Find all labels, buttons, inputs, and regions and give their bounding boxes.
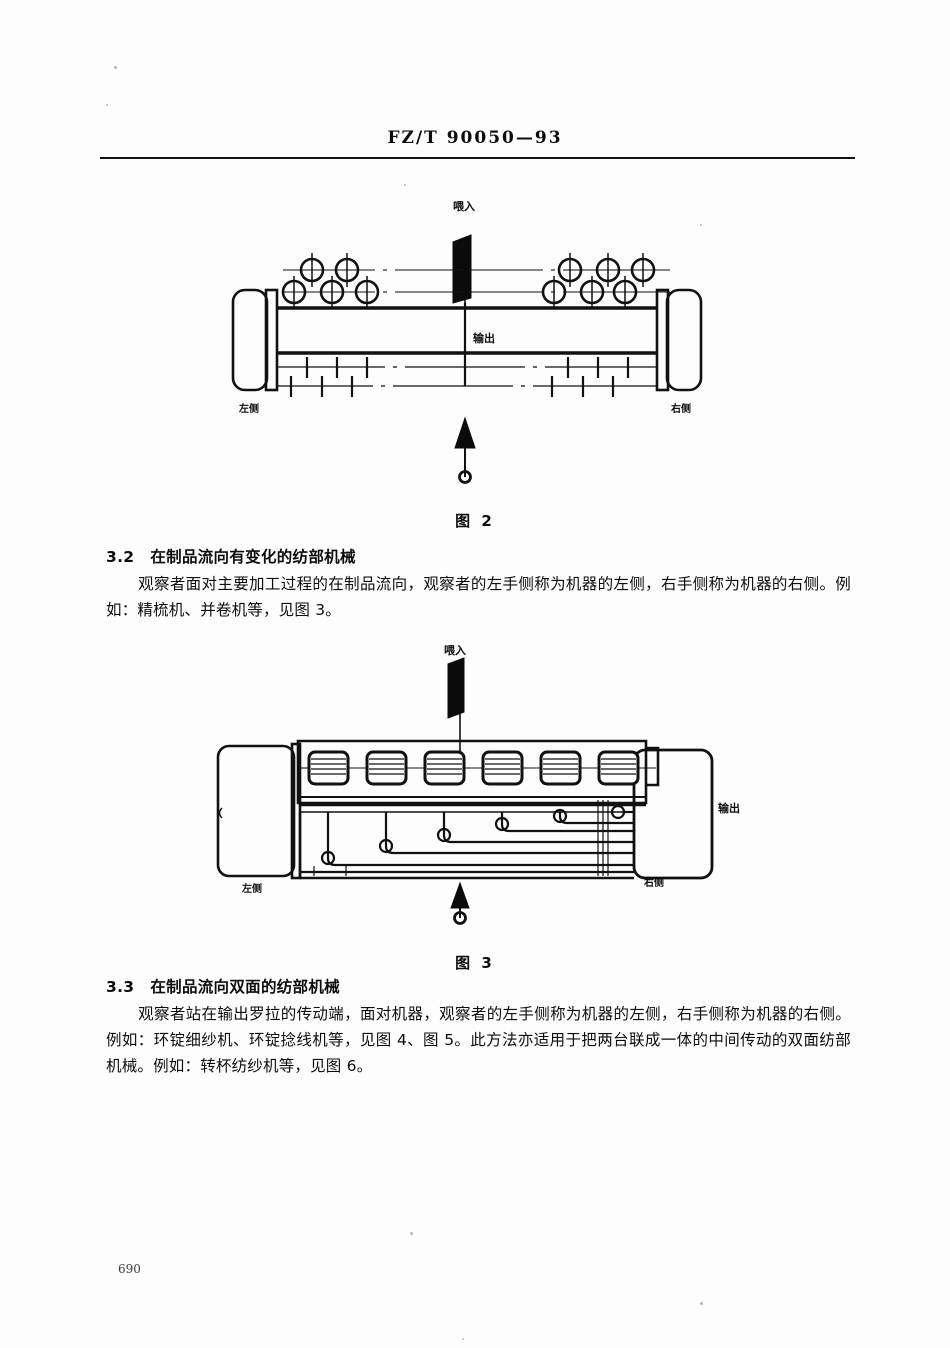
figure-3-output-label: 输出 (718, 802, 740, 815)
scan-speck (114, 66, 117, 69)
figure-3-left-side-label: 左侧 (242, 884, 262, 895)
page-number: 690 (118, 1262, 141, 1276)
section-3-3-body: 观察者站在输出罗拉的传动端，面对机器，观察者的左手侧称为机器的左侧，右手侧称为机… (106, 1001, 851, 1079)
scan-speck (404, 184, 406, 186)
figure-2-right-side-label: 右侧 (671, 404, 691, 415)
section-3-3-heading: 3.3 在制品流向双面的纺部机械 (106, 975, 340, 997)
section-3-2-body-text: 观察者面对主要加工过程的在制品流向，观察者的左手侧称为机器的左侧，右手侧称为机器… (106, 575, 851, 619)
figure-2-caption: 图 2 (455, 512, 495, 530)
figure-3-feed-in-label: 喂入 (444, 644, 466, 657)
section-3-3-number: 3.3 (106, 978, 135, 996)
scan-speck (106, 104, 108, 106)
section-3-3-title: 在制品流向双面的纺部机械 (150, 978, 340, 996)
page-header-standard-number: FZ/T 90050—93 (387, 128, 563, 148)
section-3-3-body-text: 观察者站在输出罗拉的传动端，面对机器，观察者的左手侧称为机器的左侧，右手侧称为机… (106, 1005, 851, 1075)
scan-speck (462, 1338, 464, 1340)
scan-speck (410, 1232, 413, 1235)
figure-3-diagram: 喂入 输出 左侧 右侧 (210, 640, 750, 930)
scan-speck (700, 224, 702, 226)
figure-2-feed-in-label: 喂入 (453, 200, 475, 213)
figure-2-left-side-label: 左侧 (239, 404, 259, 415)
scan-speck (700, 1302, 703, 1305)
section-3-2-title: 在制品流向有变化的纺部机械 (150, 548, 356, 566)
figure-2-output-label: 输出 (473, 332, 495, 345)
section-3-2-number: 3.2 (106, 548, 135, 566)
figure-2-diagram: 喂入 输出 左侧 右侧 (225, 190, 705, 490)
section-3-2-body: 观察者面对主要加工过程的在制品流向，观察者的左手侧称为机器的左侧，右手侧称为机器… (106, 571, 851, 623)
header-rule (100, 157, 855, 159)
section-3-2-heading: 3.2 在制品流向有变化的纺部机械 (106, 545, 356, 567)
figure-3-caption: 图 3 (455, 954, 495, 972)
figure-3-right-side-label: 右侧 (644, 878, 664, 889)
